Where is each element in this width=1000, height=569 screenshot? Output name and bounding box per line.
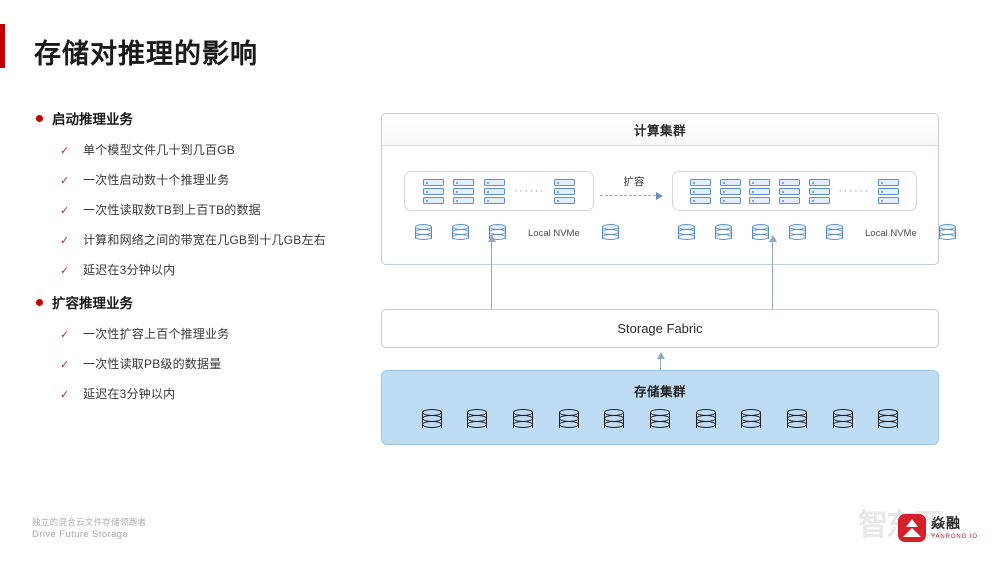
- list-item: ✓ 单个模型文件几十到几百GB: [60, 141, 356, 158]
- footer-tagline-cn: 独立的混合云文件存储领跑者: [32, 517, 147, 527]
- compute-cluster-box: 计算集群 ······ 扩容: [381, 113, 956, 265]
- compute-cluster-header: 计算集群: [382, 114, 938, 146]
- logo-name-cn: 焱融: [931, 515, 961, 531]
- nvme-disk-icon: [826, 224, 843, 242]
- local-nvme-row-left: Local NVMe: [415, 224, 619, 242]
- bullet-sub-list: ✓ 单个模型文件几十到几百GB ✓ 一次性启动数十个推理业务 ✓ 一次性读取数T…: [36, 141, 356, 278]
- server-icon: [878, 178, 900, 204]
- list-item: ✓ 一次性启动数十个推理业务: [60, 171, 356, 188]
- check-icon: ✓: [60, 359, 70, 371]
- server-icon: [808, 178, 830, 204]
- nvme-disk-icon: [752, 224, 769, 242]
- list-item: ✓ 延迟在3分钟以内: [60, 385, 356, 402]
- storage-disk-icon: [558, 409, 579, 431]
- storage-disk-icon: [741, 409, 762, 431]
- logo-name-en: YANRONG.IO: [931, 534, 978, 540]
- server-icon: [689, 178, 711, 204]
- list-item: ✓ 一次性读取数TB到上百TB的数据: [60, 201, 356, 218]
- compute-node-group-right: ······: [672, 171, 917, 211]
- bullet-group-1: 启动推理业务 ✓ 单个模型文件几十到几百GB ✓ 一次性启动数十个推理业务 ✓ …: [36, 108, 356, 278]
- storage-disk-icon: [695, 409, 716, 431]
- server-icon: [554, 178, 576, 204]
- bullet-group-heading: 扩容推理业务: [36, 292, 356, 312]
- storage-fabric-box: Storage Fabric: [381, 309, 939, 348]
- local-nvme-label: Local NVMe: [865, 227, 917, 239]
- storage-disk-icon: [878, 409, 899, 431]
- check-icon: ✓: [60, 175, 70, 187]
- nvme-disk-icon: [415, 224, 432, 242]
- list-item-label: 一次性扩容上百个推理业务: [83, 327, 230, 341]
- nvme-disk-icon: [938, 224, 956, 242]
- list-item: ✓ 延迟在3分钟以内: [60, 261, 356, 278]
- bullet-group-label: 启动推理业务: [52, 112, 133, 127]
- storage-disk-icon: [649, 409, 670, 431]
- logo-mark-icon: [898, 514, 926, 542]
- bullet-dot-icon: [36, 298, 43, 306]
- bullet-column: 启动推理业务 ✓ 单个模型文件几十到几百GB ✓ 一次性启动数十个推理业务 ✓ …: [36, 108, 356, 416]
- bullet-dot-icon: [36, 114, 43, 122]
- title-accent-bar: [0, 24, 5, 68]
- bullet-group-heading: 启动推理业务: [36, 108, 356, 128]
- expand-annotation: 扩容: [598, 174, 670, 200]
- nvme-disk-icon: [452, 224, 469, 242]
- server-icon: [749, 178, 771, 204]
- local-nvme-label: Local NVMe: [528, 227, 580, 239]
- ellipsis-label: ······: [838, 185, 870, 197]
- bullet-group-label: 扩容推理业务: [52, 296, 133, 311]
- check-icon: ✓: [60, 389, 70, 401]
- check-icon: ✓: [60, 205, 70, 217]
- storage-cluster-disk-row: [382, 400, 938, 431]
- nvme-disk-icon: [678, 224, 695, 242]
- storage-cluster-box: 存储集群: [381, 370, 939, 445]
- list-item-label: 延迟在3分钟以内: [83, 263, 176, 277]
- compute-node-group-left: ······: [404, 171, 594, 211]
- compute-cluster-body: ······ 扩容 ······: [382, 146, 956, 265]
- connector-arrow-right: [768, 235, 777, 309]
- list-item-label: 一次性读取数TB到上百TB的数据: [83, 203, 261, 217]
- server-icon: [483, 178, 505, 204]
- storage-disk-icon: [786, 409, 807, 431]
- storage-disk-icon: [604, 409, 625, 431]
- check-icon: ✓: [60, 235, 70, 247]
- brand-logo: 焱融 YANRONG.IO: [898, 514, 978, 542]
- check-icon: ✓: [60, 265, 70, 277]
- bullet-sub-list: ✓ 一次性扩容上百个推理业务 ✓ 一次性读取PB级的数据量 ✓ 延迟在3分钟以内: [36, 325, 356, 402]
- nvme-disk-icon: [715, 224, 732, 242]
- list-item-label: 一次性启动数十个推理业务: [83, 173, 230, 187]
- page-title: 存储对推理的影响: [34, 39, 258, 69]
- local-nvme-row-right: Local NVMe: [678, 224, 956, 242]
- expand-arrow-icon: [598, 192, 670, 200]
- server-icon: [719, 178, 741, 204]
- list-item-label: 计算和网络之间的带宽在几GB到十几GB左右: [83, 233, 326, 247]
- connector-arrow-left: [487, 235, 496, 309]
- storage-disk-icon: [467, 409, 488, 431]
- check-icon: ✓: [60, 329, 70, 341]
- architecture-diagram: 计算集群 ······ 扩容: [381, 113, 956, 445]
- storage-fabric-label: Storage Fabric: [617, 321, 703, 336]
- nvme-disk-icon: [789, 224, 806, 242]
- list-item: ✓ 一次性扩容上百个推理业务: [60, 325, 356, 342]
- nvme-disk-icon: [601, 224, 619, 242]
- compute-cluster-title: 计算集群: [633, 124, 686, 138]
- list-item: ✓ 一次性读取PB级的数据量: [60, 355, 356, 372]
- list-item-label: 单个模型文件几十到几百GB: [83, 143, 235, 157]
- bullet-group-2: 扩容推理业务 ✓ 一次性扩容上百个推理业务 ✓ 一次性读取PB级的数据量 ✓ 延…: [36, 292, 356, 402]
- storage-disk-icon: [421, 409, 442, 431]
- check-icon: ✓: [60, 145, 70, 157]
- ellipsis-label: ······: [514, 185, 545, 197]
- expand-label: 扩容: [623, 176, 645, 188]
- list-item-label: 延迟在3分钟以内: [83, 387, 176, 401]
- footer-tagline-en: Drive Future Storage: [32, 529, 129, 540]
- storage-cluster-title: 存储集群: [633, 385, 686, 399]
- list-item: ✓ 计算和网络之间的带宽在几GB到十几GB左右: [60, 231, 356, 248]
- list-item-label: 一次性读取PB级的数据量: [83, 357, 222, 371]
- storage-disk-icon: [832, 409, 853, 431]
- footer-tagline: 独立的混合云文件存储领跑者 Drive Future Storage: [32, 516, 146, 540]
- server-icon: [453, 178, 474, 204]
- server-icon: [422, 178, 444, 204]
- storage-disk-icon: [512, 409, 533, 431]
- logo-wordmark: 焱融 YANRONG.IO: [931, 516, 978, 540]
- server-icon: [779, 178, 800, 204]
